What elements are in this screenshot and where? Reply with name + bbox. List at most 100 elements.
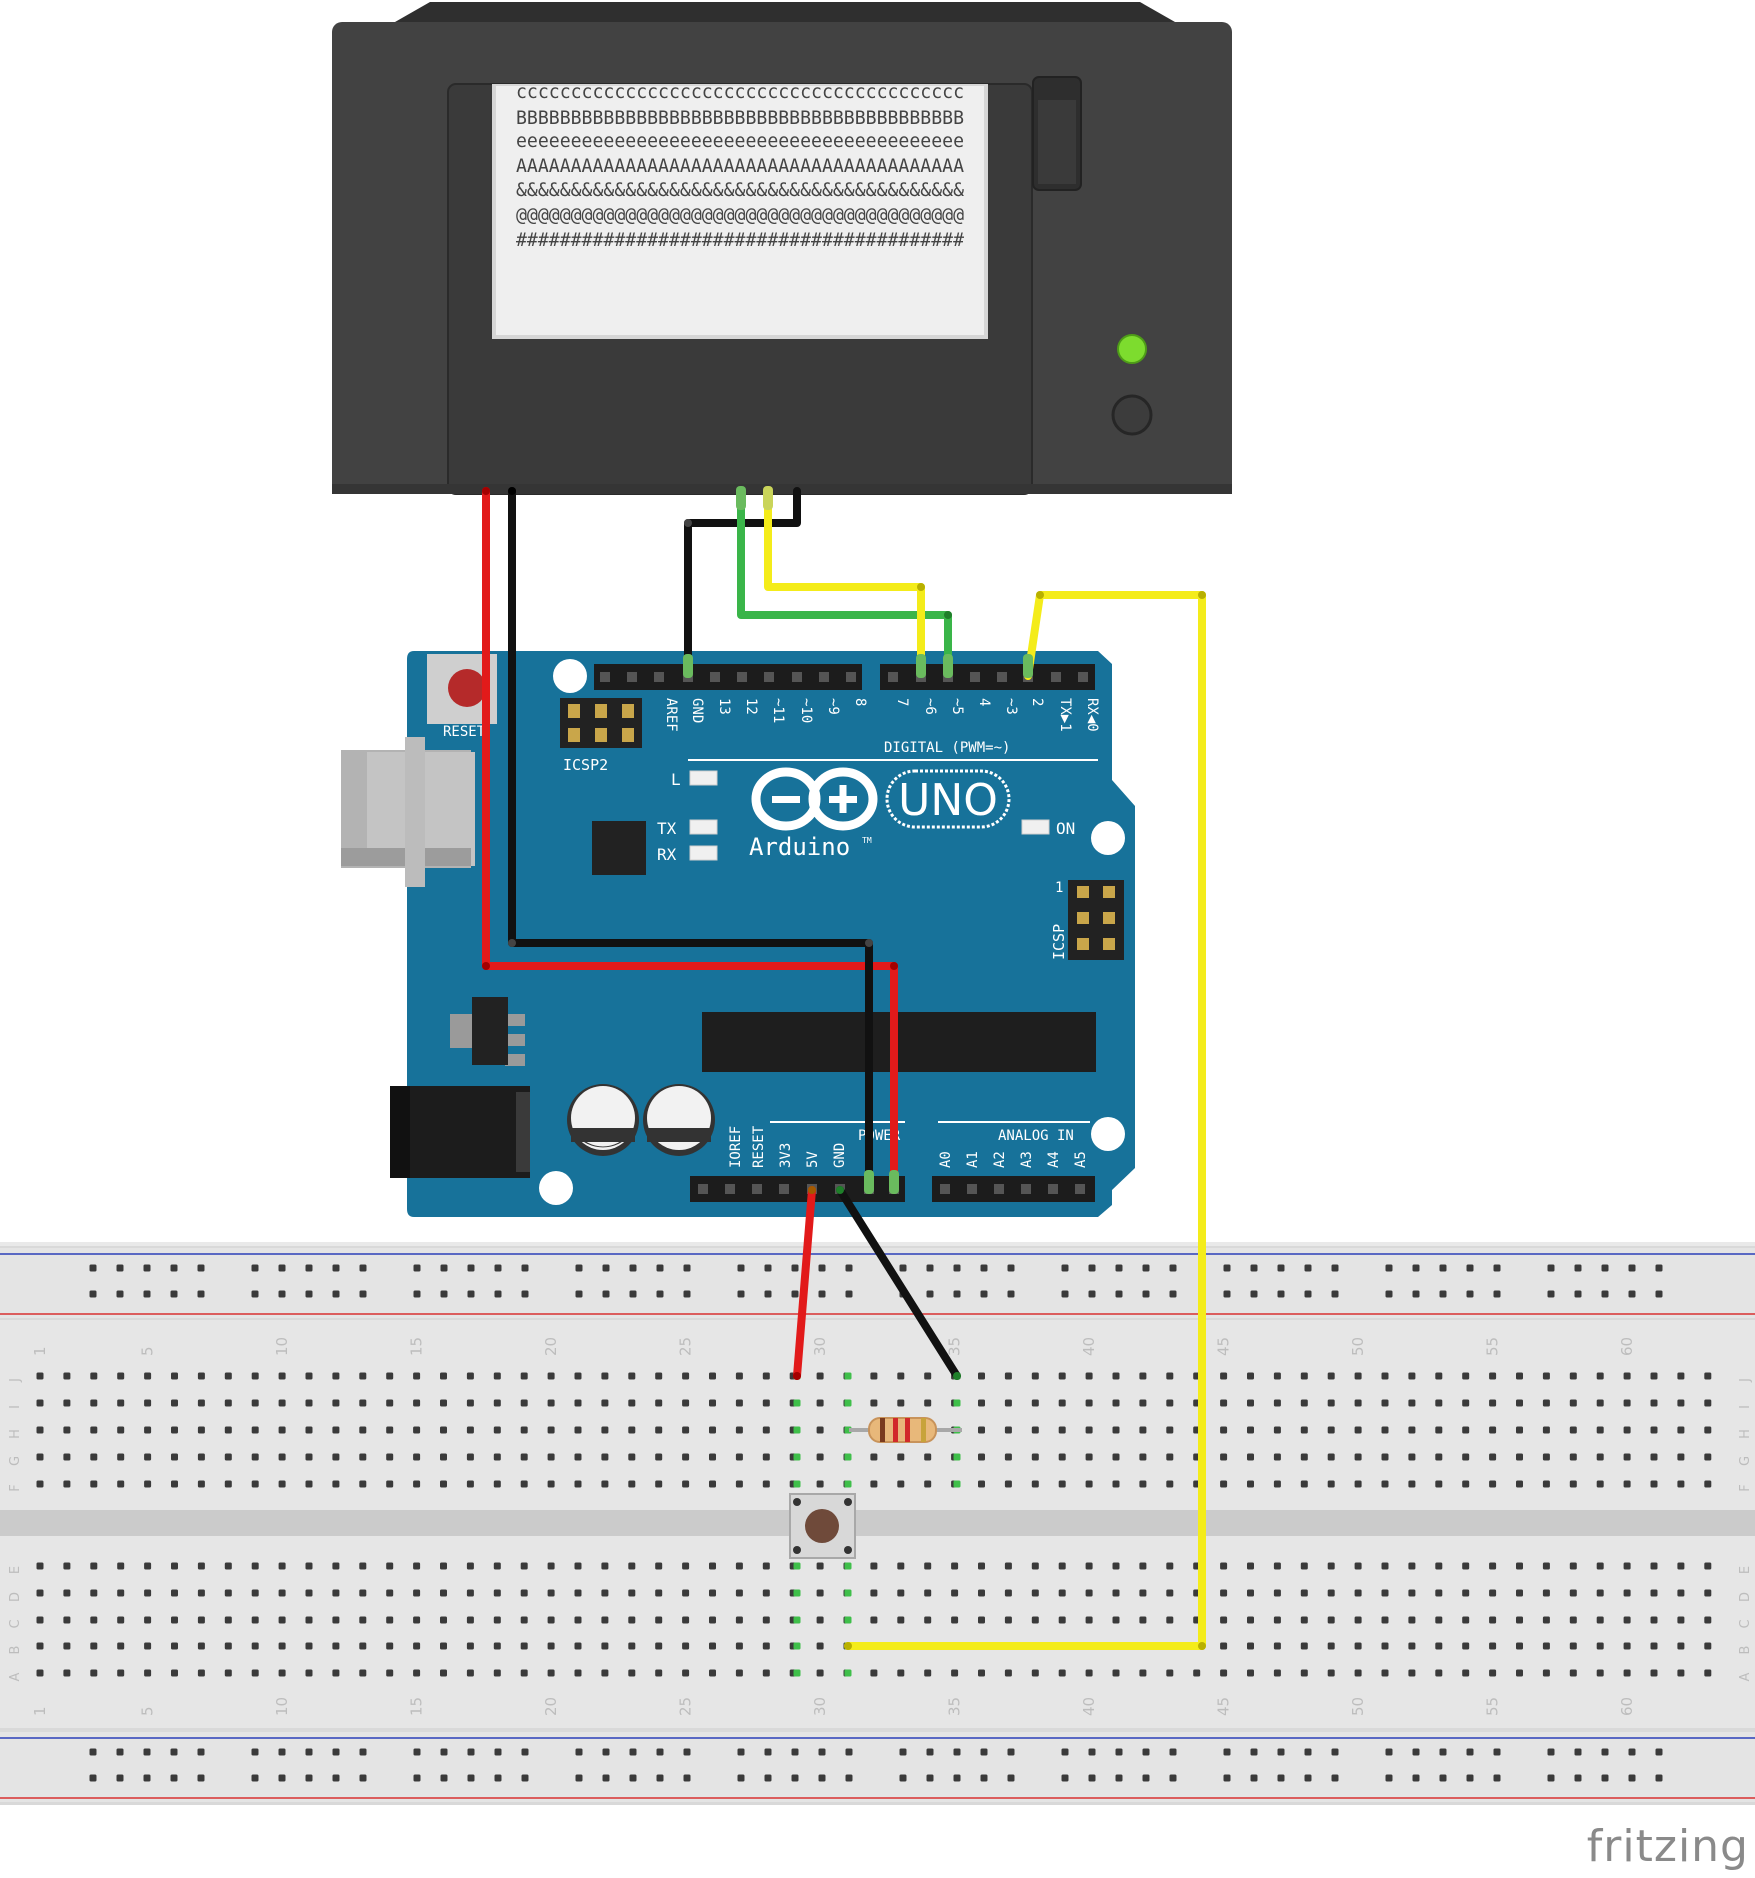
- breadboard-hole: [1327, 1372, 1335, 1380]
- breadboard-hole: [1435, 1589, 1443, 1597]
- breadboard-hole: [117, 1616, 125, 1624]
- rail-hole: [1142, 1264, 1150, 1272]
- breadboard-hole: [762, 1426, 770, 1434]
- breadboard-hole: [655, 1426, 663, 1434]
- rail-hole: [89, 1264, 97, 1272]
- rail-hole: [1250, 1748, 1258, 1756]
- rail-hole: [1304, 1264, 1312, 1272]
- connected-hole: [953, 1480, 961, 1488]
- breadboard-hole: [305, 1669, 313, 1677]
- breadboard-hole: [144, 1399, 152, 1407]
- rail-hole: [1169, 1748, 1177, 1756]
- analog-label: ANALOG IN: [998, 1128, 1074, 1144]
- rail-hole: [1412, 1264, 1420, 1272]
- breadboard-hole: [1516, 1589, 1523, 1597]
- breadboard-hole: [251, 1426, 259, 1434]
- breadboard-hole: [144, 1642, 152, 1650]
- breadboard-hole: [924, 1399, 932, 1407]
- breadboard-hole: [762, 1562, 770, 1570]
- reset-button[interactable]: [448, 669, 486, 707]
- breadboard-hole: [1300, 1562, 1308, 1570]
- row-letter: J: [8, 1378, 23, 1383]
- breadboard-hole: [1704, 1562, 1712, 1570]
- breadboard-hole: [1220, 1372, 1228, 1380]
- icsp-pin: [1077, 912, 1089, 924]
- breadboard-hole: [1031, 1372, 1039, 1380]
- breadboard-hole: [1408, 1426, 1416, 1434]
- breadboard-hole: [413, 1453, 421, 1461]
- rail-hole: [845, 1264, 853, 1272]
- breadboard-hole: [655, 1616, 663, 1624]
- column-number: 35: [946, 1337, 964, 1356]
- power-pin-label: 5V: [805, 1151, 821, 1168]
- column-number: 5: [139, 1346, 157, 1356]
- breadboard-hole: [1085, 1453, 1093, 1461]
- breadboard-hole: [574, 1480, 582, 1488]
- breadboard-hole: [1220, 1480, 1228, 1488]
- rail-hole: [494, 1774, 502, 1782]
- breadboard-hole: [1273, 1669, 1281, 1677]
- breadboard-hole: [1408, 1616, 1416, 1624]
- breadboard-hole: [466, 1589, 474, 1597]
- led-on: [1021, 819, 1050, 835]
- bottom-rail-holes: [89, 1748, 1663, 1782]
- paper-text-line: @@@@@@@@@@@@@@@@@@@@@@@@@@@@@@@@@@@@@@@@…: [516, 204, 964, 226]
- rail-hole: [1250, 1774, 1258, 1782]
- column-number: 50: [1349, 1337, 1367, 1356]
- rail-hole: [737, 1290, 745, 1298]
- rail-hole: [440, 1748, 448, 1756]
- breadboard-hole: [440, 1562, 447, 1570]
- rail-hole: [575, 1774, 583, 1782]
- rail-hole: [1412, 1290, 1420, 1298]
- breadboard-hole: [305, 1562, 313, 1570]
- wires: [482, 486, 1206, 1650]
- breadboard-hole: [682, 1669, 690, 1677]
- feed-button[interactable]: [1111, 394, 1153, 436]
- breadboard-hole: [359, 1372, 367, 1380]
- analog-pin-label: A1: [965, 1151, 981, 1168]
- rail-hole: [575, 1748, 583, 1756]
- breadboard-hole: [1166, 1426, 1174, 1434]
- usb-chip: [592, 821, 646, 875]
- breadboard-hole: [1569, 1562, 1577, 1570]
- breadboard-hole: [1489, 1589, 1497, 1597]
- breadboard-hole: [144, 1589, 152, 1597]
- breadboard-hole: [1677, 1399, 1685, 1407]
- connected-hole: [953, 1399, 961, 1407]
- rail-hole: [170, 1264, 178, 1272]
- rail-hole: [494, 1290, 502, 1298]
- rail-hole: [278, 1748, 286, 1756]
- icsp-pin: [1077, 938, 1089, 950]
- breadboard-hole: [197, 1562, 205, 1570]
- breadboard-hole: [735, 1372, 743, 1380]
- breadboard-hole: [1650, 1562, 1658, 1570]
- power-pin-label: 3V3: [778, 1143, 794, 1168]
- push-button[interactable]: [789, 1493, 856, 1559]
- breadboard-hole: [1247, 1589, 1254, 1597]
- breadboard-hole: [1058, 1399, 1066, 1407]
- led-l-label: L: [671, 770, 681, 789]
- breadboard-hole: [251, 1562, 259, 1570]
- breadboard-hole: [1166, 1399, 1174, 1407]
- breadboard-hole: [197, 1480, 205, 1488]
- rail-hole: [1439, 1774, 1447, 1782]
- header-socket: [819, 672, 829, 682]
- row-letter: H: [1738, 1429, 1753, 1439]
- breadboard-hole: [628, 1399, 636, 1407]
- rail-hole: [116, 1774, 124, 1782]
- breadboard-hole: [735, 1562, 743, 1570]
- rail-hole: [764, 1774, 772, 1782]
- breadboard-hole: [1516, 1426, 1523, 1434]
- breadboard-hole: [1542, 1562, 1550, 1570]
- rail-hole: [683, 1290, 691, 1298]
- breadboard-hole: [655, 1589, 663, 1597]
- breadboard-hole: [413, 1669, 421, 1677]
- breadboard-hole: [574, 1669, 582, 1677]
- breadboard-hole: [1516, 1480, 1523, 1488]
- rail-hole: [251, 1290, 259, 1298]
- breadboard-hole: [520, 1642, 528, 1650]
- breadboard-hole: [1273, 1480, 1281, 1488]
- rail-hole: [440, 1774, 448, 1782]
- icsp2-pin: [568, 728, 580, 742]
